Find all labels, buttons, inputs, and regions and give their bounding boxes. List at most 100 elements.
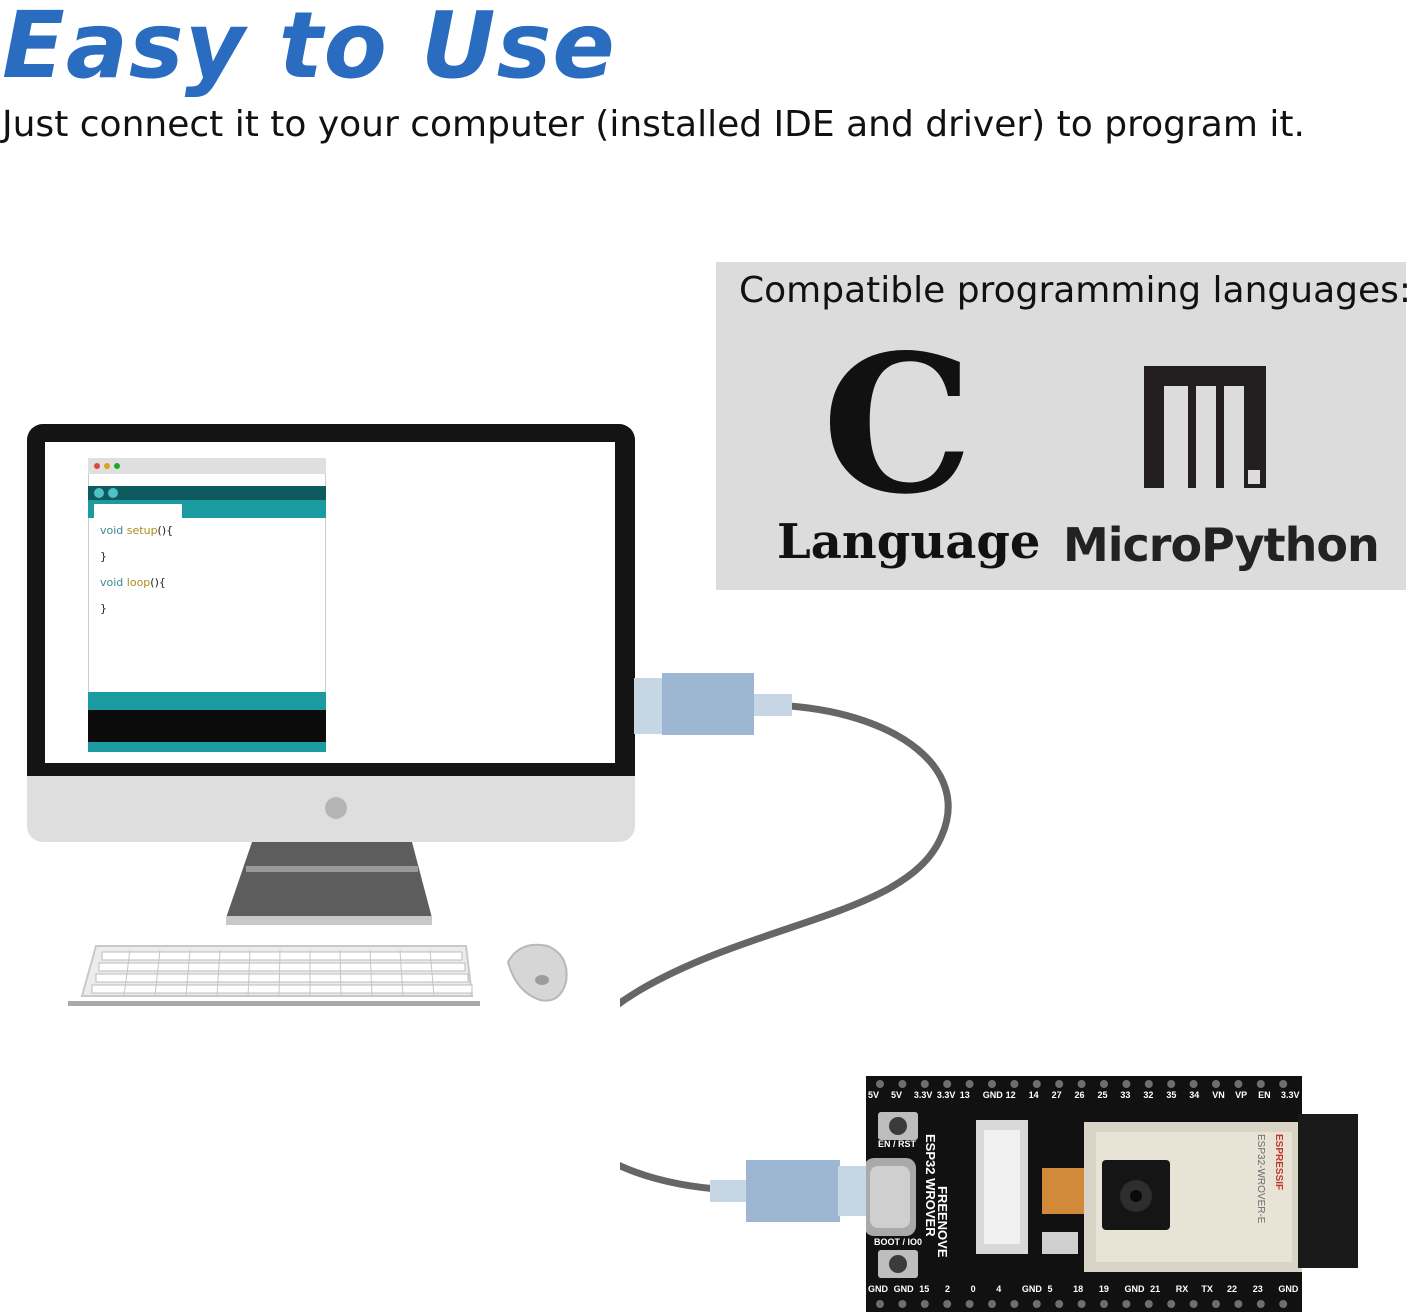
header-pin <box>920 1080 929 1088</box>
pin-label: 23 <box>1252 1284 1263 1294</box>
header-pin <box>1167 1080 1176 1088</box>
pin-label: 15 <box>919 1284 930 1294</box>
header-pin <box>1010 1300 1019 1308</box>
header-pin <box>965 1300 974 1308</box>
c-language-logo: C <box>822 313 974 536</box>
pin-label: GND <box>893 1284 914 1294</box>
pin-label: 12 <box>1005 1090 1016 1100</box>
usb-cable <box>620 673 952 1194</box>
header-pin <box>1256 1300 1265 1308</box>
pin-label: 0 <box>970 1284 976 1294</box>
pin-label: 3.3V <box>913 1090 933 1100</box>
pin-label: 3.3V <box>936 1090 956 1100</box>
code-punct: (){ <box>157 524 174 537</box>
ide-window: void setup(){ } void loop(){ } <box>88 458 326 752</box>
header-pin <box>1122 1080 1131 1088</box>
header-pin <box>1055 1080 1064 1088</box>
boot-label: BOOT / IO0 <box>874 1237 923 1247</box>
pin-label: VP <box>1235 1090 1248 1100</box>
pin-label: 27 <box>1051 1090 1062 1100</box>
pin-label: 5V <box>868 1090 880 1100</box>
pin-label: 34 <box>1189 1090 1200 1100</box>
pin-label: 3.3V <box>1281 1090 1300 1100</box>
board-graphic <box>866 1076 1358 1312</box>
pin-label: 4 <box>996 1284 1002 1294</box>
header-pin <box>876 1300 884 1308</box>
c-language-label: Language <box>777 514 1041 570</box>
pin-label: 26 <box>1074 1090 1085 1100</box>
header-pin <box>1077 1300 1086 1308</box>
code-line-close-1: } <box>100 550 107 563</box>
pin-label: VN <box>1212 1090 1225 1100</box>
pin-label: GND <box>1278 1284 1299 1294</box>
pin-label: 33 <box>1120 1090 1131 1100</box>
header-pin <box>1144 1300 1153 1308</box>
model-label: ESP32 WROVER <box>923 1134 938 1237</box>
header-pin <box>1010 1080 1019 1088</box>
pin-label: GND <box>868 1284 888 1294</box>
pin-label: TX <box>1201 1284 1213 1294</box>
header-pin <box>965 1080 974 1088</box>
header-pin <box>1279 1300 1288 1308</box>
header-pin <box>1234 1300 1243 1308</box>
pin-label: GND <box>1124 1284 1145 1294</box>
pin-label: 32 <box>1143 1090 1154 1100</box>
header-pin <box>898 1080 907 1088</box>
header-pin <box>1032 1300 1041 1308</box>
pin-label: GND <box>982 1090 1003 1100</box>
pin-label: 21 <box>1150 1284 1161 1294</box>
header-pin <box>1167 1300 1176 1308</box>
en-rst-label: EN / RST <box>878 1139 917 1149</box>
code-function: setup <box>126 524 158 537</box>
pin-label: GND <box>1021 1284 1042 1294</box>
header-pin <box>988 1300 996 1308</box>
pin-label: 2 <box>944 1284 950 1294</box>
micropython-logo <box>1144 366 1266 488</box>
header-pin <box>1100 1300 1108 1308</box>
code-keyword: void <box>100 524 124 537</box>
header-pin <box>1077 1080 1086 1088</box>
code-line-close-2: } <box>100 602 107 615</box>
languages-heading: Compatible programming languages: <box>739 270 1408 311</box>
page-subtitle: Just connect it to your computer (instal… <box>2 104 1305 145</box>
header-pin <box>876 1080 884 1088</box>
micropython-label: MicroPython <box>1063 518 1380 572</box>
header-pin <box>920 1300 929 1308</box>
pin-label: RX <box>1175 1284 1189 1294</box>
pin-label: 5 <box>1047 1284 1053 1294</box>
usb-c-plug <box>710 1160 870 1222</box>
pin-label: 22 <box>1227 1284 1238 1294</box>
code-function: loop <box>126 576 151 589</box>
header-pin <box>1189 1080 1198 1088</box>
pin-label: 25 <box>1097 1090 1108 1100</box>
header-pin <box>943 1300 952 1308</box>
pin-label: 13 <box>959 1090 970 1100</box>
pin-label: 5V <box>890 1090 902 1100</box>
header-pin <box>1234 1080 1243 1088</box>
module-model-label: ESP32-WROVER-E <box>1255 1134 1266 1224</box>
pin-label: 14 <box>1028 1090 1039 1100</box>
header-pin <box>1189 1300 1198 1308</box>
pin-label: 18 <box>1073 1284 1084 1294</box>
bottom-pin-labels: GND GND 15 2 0 4 GND 5 18 19 GND 21 RX TX 22 23 GND <box>866 1284 1302 1298</box>
code-line-loop: void loop(){ <box>100 576 166 589</box>
header-pin <box>988 1080 996 1088</box>
header-pin <box>1032 1080 1041 1088</box>
header-pin <box>1212 1300 1220 1308</box>
pin-label: 35 <box>1166 1090 1177 1100</box>
languages-panel <box>716 262 1406 590</box>
header-pin <box>1100 1080 1108 1088</box>
header-pin <box>1212 1080 1220 1088</box>
header-pin <box>1256 1080 1265 1088</box>
module-brand-label: ESPRESSIF <box>1273 1134 1284 1191</box>
code-punct: (){ <box>150 576 166 589</box>
code-keyword: void <box>100 576 124 589</box>
pin-label: EN <box>1258 1090 1271 1100</box>
pin-label: 19 <box>1098 1284 1109 1294</box>
header-pin <box>1122 1300 1131 1308</box>
page-title: Easy to Use <box>2 0 616 99</box>
header-pin <box>1279 1080 1288 1088</box>
ide-window-frame <box>88 458 326 752</box>
